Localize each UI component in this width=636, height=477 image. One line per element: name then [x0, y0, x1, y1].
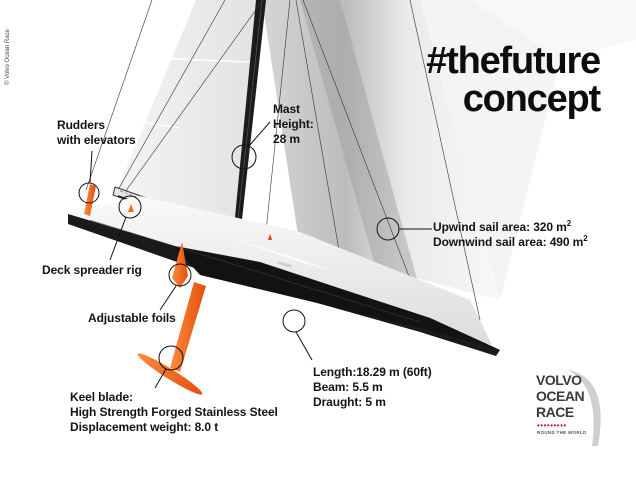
callout-markers [78, 121, 432, 389]
adjustable-foil [172, 242, 188, 288]
keel-bulb [137, 353, 203, 395]
callout-dimensions: Length:18.29 m (60ft) Beam: 5.5 m Draugh… [313, 365, 432, 410]
rudder [84, 184, 96, 216]
headline-line-1: #thefuture [426, 40, 601, 82]
downwind-sail-area: Downwind sail area: 490 m2 [433, 234, 588, 250]
callout-rudders: Rudders with elevators [57, 118, 136, 147]
svg-text:VOLVO: VOLVO [400, 328, 415, 338]
logo-sail-swoosh-icon [568, 370, 601, 446]
copyright-notice: © Volvo Ocean Race [5, 29, 11, 85]
hull-logo: VOLVO OCEAN RACE [396, 328, 417, 351]
svg-text:RACE: RACE [396, 338, 409, 347]
headsail [262, 0, 636, 300]
callout-keel-blade: Keel blade: High Strength Forged Stainle… [70, 390, 278, 434]
mast [233, 0, 266, 238]
callout-adjustable-foils: Adjustable foils [88, 311, 176, 325]
rigging [85, 0, 481, 321]
callout-deck-spreader-rig: Deck spreader rig [42, 263, 142, 277]
callout-sail-area: Upwind sail area: 320 m2 Downwind sail a… [433, 220, 588, 250]
upwind-sail-area: Upwind sail area: 320 m2 [433, 219, 572, 235]
callout-mast: Mast Height: 28 m [273, 102, 314, 146]
draught-value: Draught: 5 m [313, 395, 386, 409]
keel-fin [170, 282, 206, 372]
logo-tagline: ROUND THE WORLD [537, 430, 587, 435]
svg-text:OCEAN: OCEAN [398, 333, 413, 343]
headline-line-2: concept [462, 78, 601, 120]
volvo-ocean-race-logo: VOLVO OCEAN RACE ••••••••• ROUND THE WOR… [528, 368, 618, 448]
beam-value: Beam: 5.5 m [313, 380, 383, 394]
logo-dots: ••••••••• [537, 421, 567, 430]
length-value: Length:18.29 m (60ft) [313, 365, 432, 379]
mainsail [118, 0, 258, 236]
headline: #thefuture concept [426, 40, 601, 120]
